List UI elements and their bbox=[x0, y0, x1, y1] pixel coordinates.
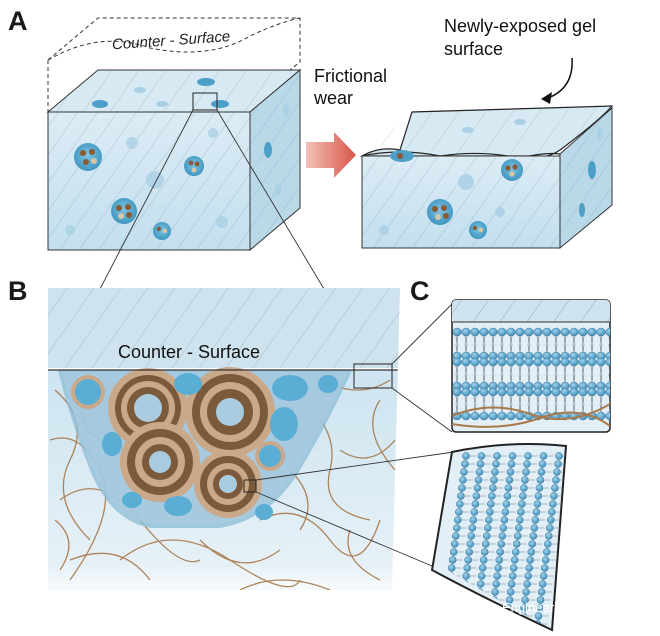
newly-exposed-label-1: Newly-exposed gel bbox=[444, 16, 596, 36]
frictional-wear-label-1: Frictional bbox=[314, 66, 387, 86]
watermark-text: EngineeringForLife bbox=[502, 600, 612, 615]
watermark: EngineeringForLife bbox=[474, 600, 612, 619]
bilayer-row bbox=[452, 387, 610, 421]
wear-arrow bbox=[306, 132, 356, 178]
bilayer-row bbox=[452, 327, 610, 361]
multilamellar-vesicle bbox=[120, 422, 200, 502]
cube-worn bbox=[359, 105, 614, 250]
frictional-wear-label-2: wear bbox=[313, 88, 353, 108]
small-vesicles bbox=[71, 373, 338, 520]
vesicle bbox=[111, 198, 137, 224]
vesicle bbox=[153, 222, 171, 240]
bilayer-stack bbox=[451, 299, 611, 433]
counter-surface-label-b: Counter - Surface bbox=[118, 342, 260, 362]
vesicle bbox=[469, 221, 487, 239]
panel-letter-c: C bbox=[410, 276, 430, 306]
cube-original: Counter - Surface bbox=[46, 17, 302, 252]
multilamellar-vesicle bbox=[185, 367, 275, 457]
wechat-icon bbox=[474, 601, 498, 619]
multilamellar-vesicle bbox=[194, 450, 262, 518]
panel-b-closeup bbox=[48, 288, 400, 590]
panel-letter-a: A bbox=[8, 6, 28, 36]
vesicle bbox=[427, 199, 453, 225]
vesicle bbox=[501, 159, 523, 181]
bilayer-row bbox=[452, 357, 610, 391]
panel-letter-b: B bbox=[8, 276, 28, 306]
vesicle bbox=[184, 156, 204, 176]
newly-exposed-label-2: surface bbox=[444, 39, 503, 59]
vesicle bbox=[74, 143, 102, 171]
callout-arrow bbox=[547, 57, 573, 99]
